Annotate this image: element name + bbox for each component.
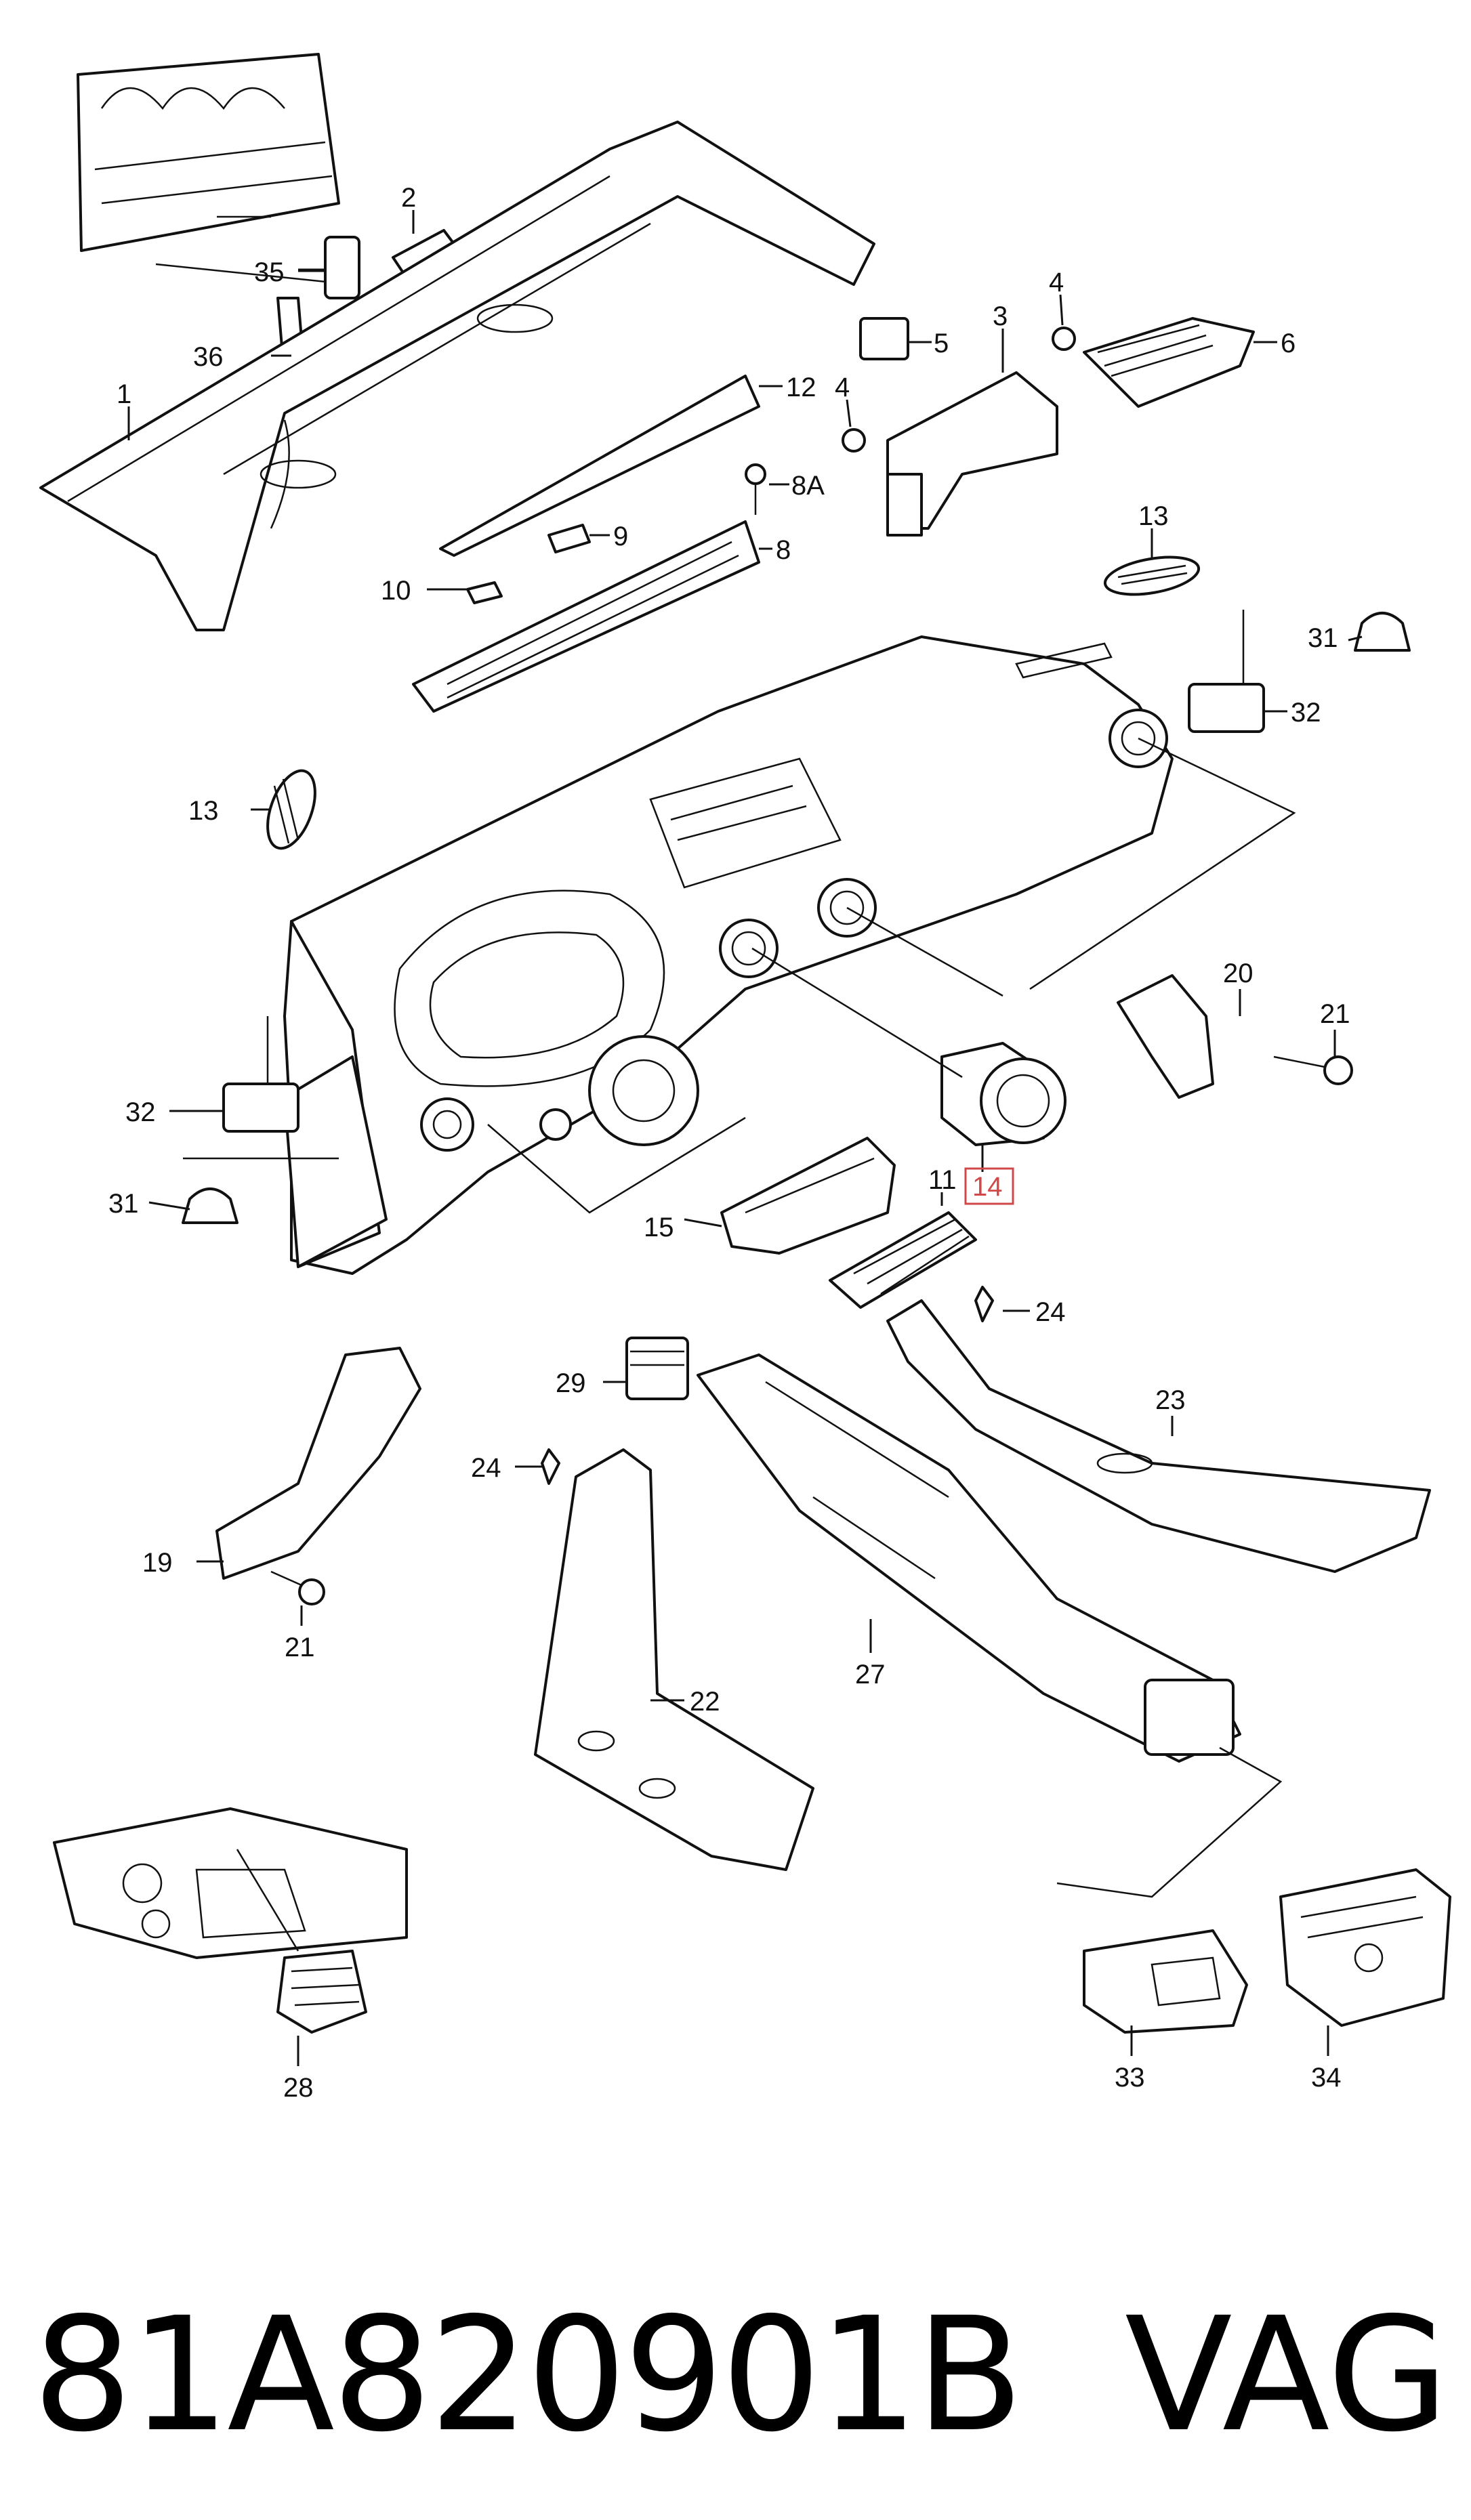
part-15-storage-tray [720,1137,896,1255]
callout-23: 23 [1155,1385,1186,1415]
callout-36: 36 [193,342,224,372]
callout-3: 3 [993,301,1008,331]
part-31-grommet-left [182,1188,239,1224]
part-number-caption: 81A820901B [33,2284,1024,2466]
part-8-top-grille [412,520,760,713]
callout-34: 34 [1311,2063,1342,2093]
part-23-duct [886,1299,1431,1573]
callout-31-right: 31 [1308,623,1338,653]
callout-11: 11 [928,1165,957,1195]
part-13-vent-grille-right [1103,555,1201,596]
brand-caption: VAG [1125,2284,1449,2466]
callout-labels: 1 2 3 4 4 5 6 8 8A 9 10 11 12 13 13 14 1… [108,183,1350,2103]
leader-lines [127,210,1363,2066]
callout-10: 10 [381,576,411,606]
part-31-grommet-right [1354,612,1411,652]
callout-27: 27 [855,1660,886,1689]
part-14-round-vent [940,1042,1066,1146]
callout-24-right: 24 [1035,1297,1066,1327]
part-4-clip [842,327,1076,453]
part-24-clip-right [974,1286,994,1322]
callout-33: 33 [1115,2063,1145,2093]
part-5-sensor [859,317,909,360]
callout-32-left: 32 [125,1097,156,1127]
callout-5: 5 [934,329,949,358]
part-32-sensor-right [1188,610,1265,733]
callout-4-right: 4 [1049,268,1064,297]
callout-20: 20 [1223,959,1254,988]
callout-2: 2 [401,183,416,213]
callout-4-left: 4 [835,373,850,402]
part-11-center-vent [829,1211,977,1309]
callout-24-left: 24 [471,1453,501,1483]
callout-14: 14 [972,1172,1003,1202]
callout-28: 28 [283,2073,314,2103]
dashboard-main-body [283,635,1174,1275]
highlight-box-14 [964,1167,1014,1205]
callout-19: 19 [142,1548,173,1578]
callout-13-right: 13 [1138,501,1169,531]
callout-15: 15 [644,1213,674,1242]
part-3-bracket [886,371,1058,537]
part-8a-screw [745,463,766,515]
callout-22: 22 [690,1687,720,1717]
callout-21-left: 21 [285,1633,315,1662]
callout-35: 35 [254,257,285,287]
callout-6: 6 [1281,329,1296,358]
part-21-bolt-right [1273,1055,1353,1085]
part-24-clip-left [541,1448,560,1485]
bottom-left-inset [53,1807,408,1959]
part-9-clip [547,524,591,553]
part-28-grille [276,1950,367,2034]
part-19-duct [215,1347,421,1580]
callout-31-left: 31 [108,1189,139,1219]
callout-8: 8 [776,535,791,565]
part-32-sensor-left [222,1016,299,1133]
part-27-central-duct [697,1353,1241,1763]
part-22-duct [534,1448,814,1871]
callout-29: 29 [556,1368,586,1398]
callout-9: 9 [613,522,628,551]
callout-1: 1 [117,379,131,409]
part-29-foam-pad [625,1337,689,1400]
callout-21-right: 21 [1320,999,1350,1029]
part-33-duct-end [1083,1929,1248,2034]
part-34-control-panel [1279,1868,1451,2027]
part-20-duct [1117,974,1214,1099]
firewall-inset [77,53,353,286]
part-12-trim-strip [439,375,760,557]
part-10-clip [466,581,503,604]
part-1-cowl-panel [39,121,875,631]
part-35-switch [324,236,360,299]
part-13-vent-grille-left [266,769,316,850]
part-6-defrost-vent [1083,317,1255,408]
callout-8a: 8A [791,471,825,501]
callout-13-left: 13 [188,796,219,826]
callout-12: 12 [786,373,816,402]
callout-32-right: 32 [1291,698,1321,728]
part-21-bolt-left [270,1570,325,1605]
dashboard-left-end [283,1055,388,1268]
